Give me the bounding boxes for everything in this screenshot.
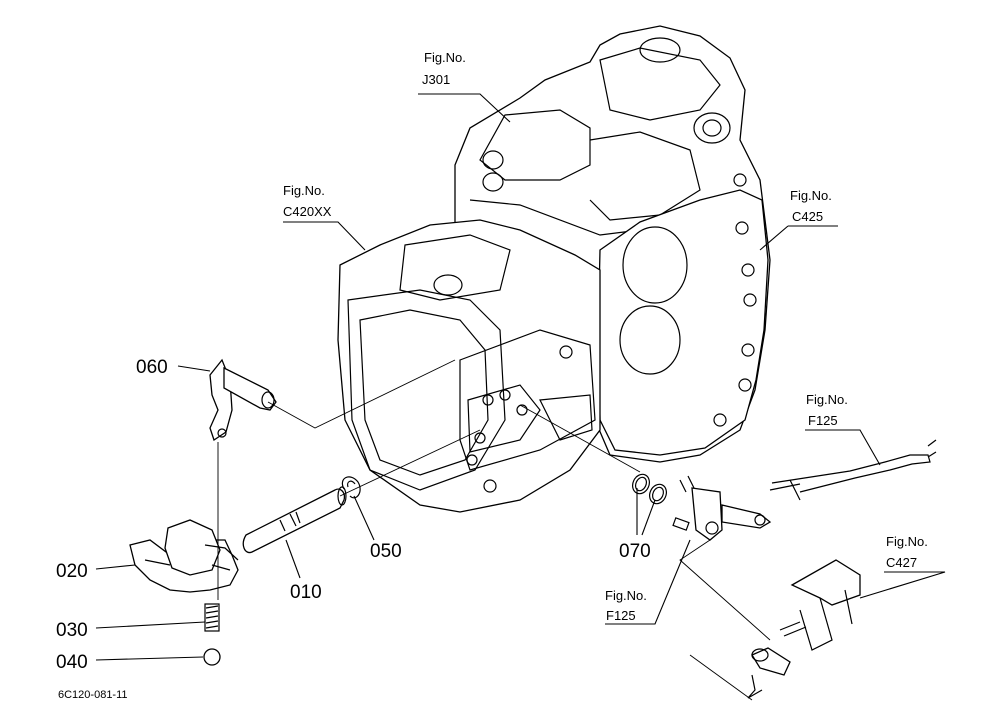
shift-rod-part — [242, 486, 347, 554]
shift-lever-part — [209, 358, 277, 442]
part-number-030: 030 — [56, 620, 88, 641]
shift-fork-part — [129, 519, 239, 593]
leader-lines — [95, 93, 946, 701]
fig-no-label: Fig.No. — [283, 183, 325, 198]
fig-code-label: C425 — [792, 209, 823, 224]
fig-no-label: Fig.No. — [605, 588, 647, 603]
fig-code-label: C420XX — [283, 204, 332, 219]
figure-reference-c420xx: Fig.No. C420XX — [283, 183, 332, 219]
part-number-070: 070 — [619, 541, 651, 562]
fig-no-label: Fig.No. — [424, 50, 466, 65]
fig-code-label: F125 — [606, 608, 636, 623]
bracket-part — [747, 559, 861, 699]
part-number-020: 020 — [56, 561, 88, 582]
fig-code-label: J301 — [422, 72, 450, 87]
figure-reference-c427: Fig.No. C427 — [886, 534, 928, 570]
fig-no-label: Fig.No. — [790, 188, 832, 203]
figure-reference-f125-upper: Fig.No. F125 — [806, 392, 848, 428]
fig-no-label: Fig.No. — [886, 534, 928, 549]
shift-linkage — [672, 439, 937, 541]
fig-code-label: C427 — [886, 555, 917, 570]
figure-reference-f125-lower: Fig.No. F125 — [605, 588, 647, 623]
fig-no-label: Fig.No. — [806, 392, 848, 407]
o-rings-part — [632, 473, 667, 505]
part-number-060: 060 — [136, 357, 168, 378]
fig-code-label: F125 — [808, 413, 838, 428]
part-number-050: 050 — [370, 541, 402, 562]
part-number-040: 040 — [56, 652, 88, 673]
transmission-case — [337, 25, 771, 513]
part-number-010: 010 — [290, 582, 322, 603]
spring-part — [204, 603, 220, 632]
drawing-code: 6C120-081-11 — [58, 689, 128, 701]
figure-reference-j301: Fig.No. J301 — [422, 50, 466, 87]
ball-part — [203, 648, 221, 666]
snap-ring-part — [341, 476, 361, 499]
figure-reference-c425: Fig.No. C425 — [790, 188, 832, 224]
